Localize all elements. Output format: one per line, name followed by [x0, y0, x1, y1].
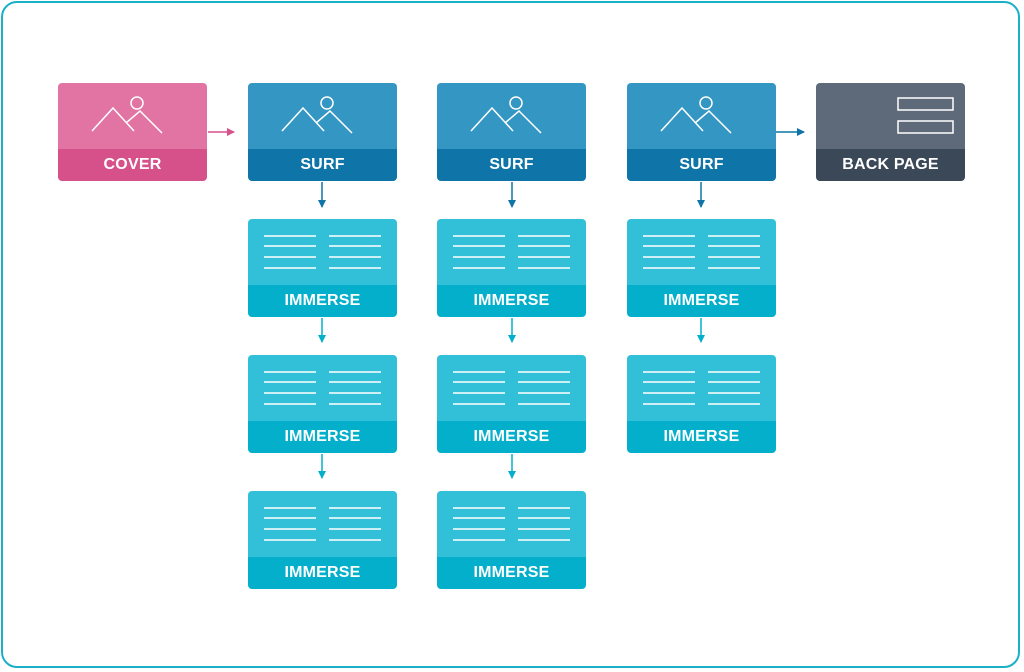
immerse-card: IMMERSE	[437, 491, 586, 589]
text-block-icon	[897, 97, 954, 134]
cover-card: COVER	[58, 83, 207, 181]
immerse-label: IMMERSE	[437, 421, 586, 453]
back-page-card: BACK PAGE	[816, 83, 965, 181]
immerse-card: IMMERSE	[248, 355, 397, 453]
image-icon	[281, 96, 353, 134]
text-columns-icon	[264, 371, 381, 405]
surf-label: SURF	[248, 149, 397, 181]
immerse-label: IMMERSE	[248, 557, 397, 589]
text-columns-icon	[453, 507, 570, 541]
image-icon	[91, 96, 163, 134]
immerse-card: IMMERSE	[627, 219, 776, 317]
text-columns-icon	[643, 235, 760, 269]
cover-label: COVER	[58, 149, 207, 181]
immerse-label: IMMERSE	[248, 285, 397, 317]
immerse-label: IMMERSE	[627, 421, 776, 453]
immerse-card: IMMERSE	[248, 219, 397, 317]
surf-label: SURF	[627, 149, 776, 181]
image-icon	[470, 96, 542, 134]
immerse-label: IMMERSE	[437, 285, 586, 317]
surf-card-2: SURF	[437, 83, 586, 181]
back-page-label: BACK PAGE	[816, 149, 965, 181]
text-columns-icon	[453, 371, 570, 405]
surf-card-3: SURF	[627, 83, 776, 181]
text-columns-icon	[264, 507, 381, 541]
immerse-label: IMMERSE	[248, 421, 397, 453]
surf-card-1: SURF	[248, 83, 397, 181]
immerse-card: IMMERSE	[437, 219, 586, 317]
immerse-card: IMMERSE	[437, 355, 586, 453]
immerse-label: IMMERSE	[627, 285, 776, 317]
surf-label: SURF	[437, 149, 586, 181]
immerse-label: IMMERSE	[437, 557, 586, 589]
immerse-card: IMMERSE	[627, 355, 776, 453]
image-icon	[660, 96, 732, 134]
text-columns-icon	[453, 235, 570, 269]
text-columns-icon	[643, 371, 760, 405]
text-columns-icon	[264, 235, 381, 269]
immerse-card: IMMERSE	[248, 491, 397, 589]
